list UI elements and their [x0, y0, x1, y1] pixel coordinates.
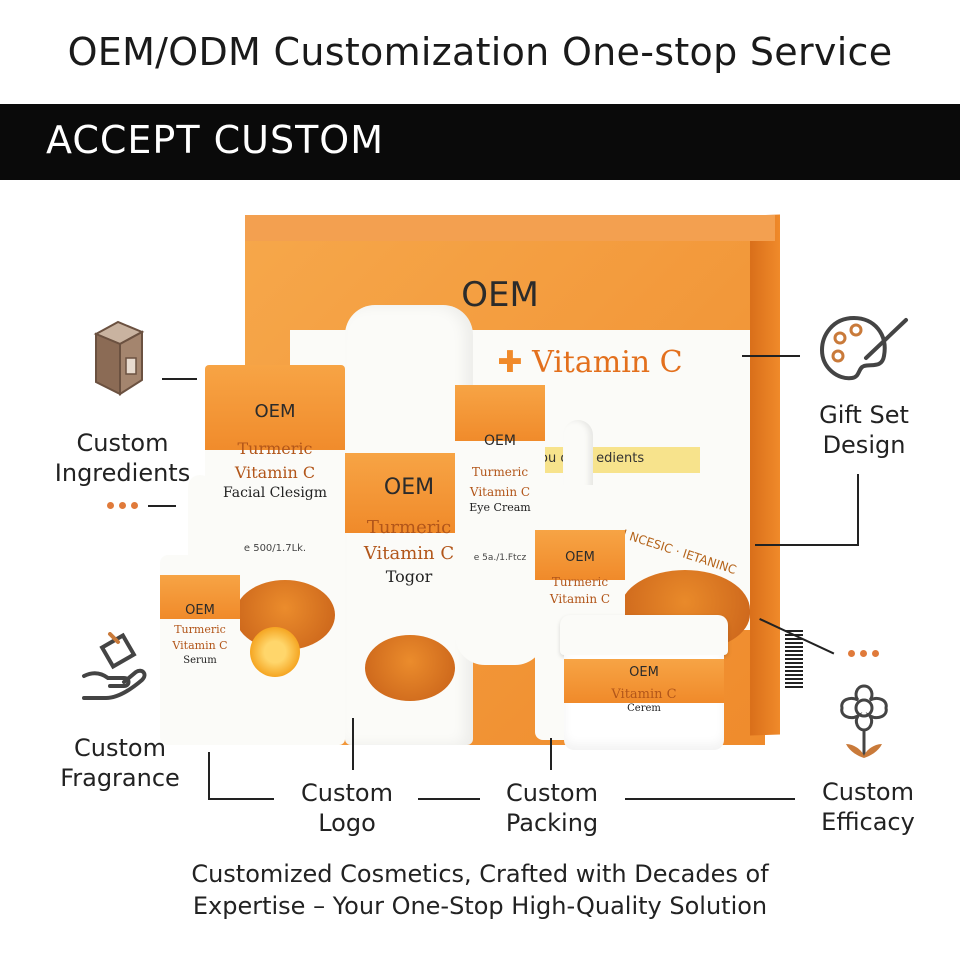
- serum-dropper-line1: Turmeric: [551, 575, 609, 589]
- cleanser-name: Facial Clesigm: [222, 485, 328, 501]
- orange-slice-icon: [250, 627, 300, 677]
- toner-turmeric: [365, 635, 455, 701]
- feature-label-efficacy: Custom Efficacy: [821, 778, 915, 836]
- feature-label-gift-set: Gift Set Design: [819, 401, 909, 459]
- footer-line-1: Customized Cosmetics, Crafted with Decad…: [191, 860, 769, 888]
- hand-bag-icon: [80, 632, 160, 710]
- footer-line-2: Expertise – Your One-Stop High-Quality S…: [192, 892, 768, 920]
- connector-packing-v: [550, 738, 552, 770]
- serum-dropper-brand: OEM: [565, 550, 595, 565]
- box-brand: OEM: [461, 275, 539, 315]
- eye-cream-tube: OEM Turmeric Vitamin C Eye Cream e 5a./1…: [455, 385, 545, 665]
- connector-logo-h: [418, 798, 480, 800]
- feature-custom-logo: Custom Logo: [285, 778, 409, 838]
- cleanser-line1: Turmeric: [237, 439, 313, 458]
- eye-cream-line2: Vitamin C: [469, 485, 531, 499]
- serum-small-name: Serum: [183, 655, 217, 666]
- serum-small-brand: OEM: [185, 603, 215, 618]
- connector-ingredients: [162, 378, 197, 380]
- barcode-icon: [785, 630, 803, 690]
- box-icon: [88, 318, 150, 402]
- toner-line1: Turmeric: [366, 517, 452, 538]
- cleanser-line2: Vitamin C: [234, 463, 316, 482]
- cream-jar-brand: OEM: [629, 665, 659, 680]
- feature-label-packing: Custom Packing: [505, 779, 599, 837]
- eye-cream-brand: OEM: [484, 433, 516, 449]
- feature-custom-packing: Custom Packing: [484, 778, 620, 838]
- connector-ingredients-2: [148, 505, 176, 507]
- connector-logo-v: [352, 718, 354, 770]
- cleanser-size: e 500/1.7Lk.: [243, 543, 307, 554]
- feature-label-fragrance: Custom Fragrance: [60, 734, 180, 792]
- plus-icon: ✚: [497, 345, 533, 380]
- eye-cream-size: e 5a./1.Ftcz: [473, 553, 527, 563]
- palette-icon: [818, 312, 910, 388]
- box-product-name: Vitamin C: [532, 345, 683, 380]
- toner-line2: Vitamin C: [363, 543, 455, 564]
- feature-label-ingredients: Custom Ingredients: [54, 429, 191, 487]
- footer-tagline: Customized Cosmetics, Crafted with Decad…: [0, 858, 960, 922]
- serum-small-line2: Vitamin C: [172, 639, 228, 652]
- connector-packing-h: [625, 798, 795, 800]
- banner: [0, 104, 960, 180]
- cream-jar-line1: Vitamin C: [611, 687, 677, 702]
- cream-jar: OEM Vitamin C Cerem: [560, 615, 728, 750]
- feature-label-logo: Custom Logo: [301, 779, 393, 837]
- page-title: OEM/ODM Customization One-stop Service: [67, 30, 893, 74]
- product-scene: OEM ✚ Vitamin C ou onits edients I NCESI…: [150, 205, 803, 765]
- box-label-strip: [535, 447, 700, 473]
- banner-text: ACCEPT CUSTOM: [46, 118, 384, 162]
- feature-custom-efficacy: Custom Efficacy: [800, 777, 936, 837]
- toner-name: Togor: [385, 567, 433, 586]
- connector-gift-set-v: [857, 474, 859, 546]
- feature-gift-set-design: Gift Set Design: [796, 400, 932, 460]
- connector-gift-set-h: [755, 544, 859, 546]
- connector-fragrance-v: [208, 752, 210, 800]
- serum-small-line1: Turmeric: [174, 623, 226, 636]
- cleanser-brand: OEM: [254, 401, 296, 422]
- connector-fragrance-h: [208, 798, 274, 800]
- cream-jar-name: Cerem: [627, 703, 661, 714]
- serum-small: OEM Turmeric Vitamin C Serum: [160, 475, 240, 745]
- toner-bottle: OEM Turmeric Vitamin C Togor: [345, 305, 473, 745]
- feature-custom-fragrance: Custom Fragrance: [40, 733, 200, 793]
- toner-brand: OEM: [383, 475, 435, 500]
- box-product-title: ✚ Vitamin C: [480, 345, 700, 380]
- gift-box-lid: [245, 215, 775, 241]
- feature-custom-ingredients: Custom Ingredients: [40, 428, 205, 488]
- eye-cream-line1: Turmeric: [471, 465, 529, 479]
- eye-cream-name: Eye Cream: [469, 501, 531, 514]
- connector-gift-set: [742, 355, 800, 357]
- flower-icon: [832, 680, 896, 768]
- gift-box-side: [750, 214, 780, 736]
- serum-dropper-line2: Vitamin C: [549, 592, 611, 606]
